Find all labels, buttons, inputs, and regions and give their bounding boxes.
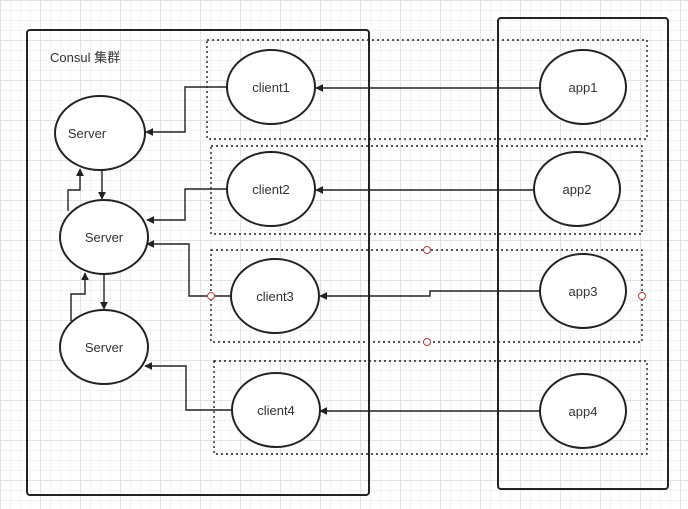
app-node-3[interactable]: app3 bbox=[539, 253, 627, 329]
app-node-1[interactable]: app1 bbox=[539, 49, 627, 125]
edge-server2-server1 bbox=[67, 168, 84, 211]
edge-app3-client3 bbox=[319, 290, 540, 300]
edge-client4-server3 bbox=[144, 362, 232, 411]
group-client1-app1 bbox=[206, 39, 648, 140]
app-node-2[interactable]: app2 bbox=[533, 151, 621, 227]
resize-handle-bottom[interactable] bbox=[423, 338, 431, 346]
client-node-1[interactable]: client1 bbox=[226, 49, 316, 125]
edge-client2-server2 bbox=[146, 188, 228, 224]
client-node-2[interactable]: client2 bbox=[226, 151, 316, 227]
client-label: client1 bbox=[252, 80, 290, 95]
app-label: app4 bbox=[569, 404, 598, 419]
server-node-2[interactable]: Server bbox=[59, 199, 149, 275]
app-label: app1 bbox=[569, 80, 598, 95]
cluster-title: Consul 集群 bbox=[50, 50, 120, 65]
app-label: app2 bbox=[563, 182, 592, 197]
server-label: Server bbox=[85, 340, 124, 355]
group-client4-app4 bbox=[213, 360, 648, 455]
group-client2-app2 bbox=[210, 145, 643, 235]
resize-handle-right[interactable] bbox=[638, 292, 646, 300]
client-node-4[interactable]: client4 bbox=[231, 372, 321, 448]
server-label: Server bbox=[68, 126, 107, 141]
resize-handle-top[interactable] bbox=[423, 246, 431, 254]
resize-handle-left[interactable] bbox=[207, 292, 215, 300]
client-label: client3 bbox=[256, 289, 294, 304]
client-node-3[interactable]: client3 bbox=[230, 258, 320, 334]
connector-layer bbox=[67, 84, 540, 415]
app-label: app3 bbox=[569, 284, 598, 299]
app-node-4[interactable]: app4 bbox=[539, 373, 627, 449]
edge-client1-server1 bbox=[145, 86, 228, 136]
edge-server3-server2 bbox=[70, 272, 89, 321]
server-label: Server bbox=[85, 230, 124, 245]
client-label: client4 bbox=[257, 403, 295, 418]
server-node-1[interactable]: Server bbox=[54, 95, 146, 171]
apps-panel bbox=[497, 17, 669, 490]
edge-client3-server2 bbox=[146, 240, 232, 297]
consul-cluster-panel bbox=[26, 29, 370, 496]
client-label: client2 bbox=[252, 182, 290, 197]
server-node-3[interactable]: Server bbox=[59, 309, 149, 385]
